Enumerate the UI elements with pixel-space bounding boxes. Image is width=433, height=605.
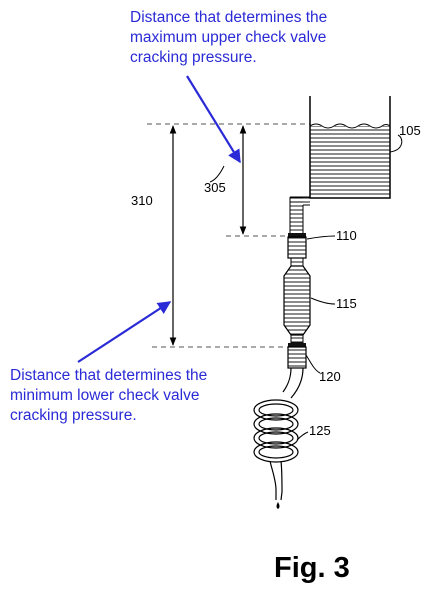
ref-distance-upper: 305 [204, 180, 226, 195]
ref-coil: 125 [309, 423, 331, 438]
upper-annotation-line-1: Distance that determines the [130, 9, 328, 26]
chamber-body [283, 265, 311, 344]
coiled-tube [253, 367, 304, 501]
lower-annotation: Distance that determines the minimum low… [10, 366, 207, 426]
lower-annotation-line-3: cracking pressure. [10, 407, 137, 424]
leader-lines [209, 134, 403, 441]
ref-lower-valve: 120 [319, 369, 341, 384]
upper-pointer-arrow [186, 75, 241, 164]
outlet-pipe [289, 196, 310, 233]
upper-check-valve [287, 233, 307, 267]
reservoir [309, 96, 391, 199]
upper-annotation-line-2: maximum upper check valve [130, 29, 327, 46]
ref-body: 115 [336, 296, 357, 311]
drip-drop-icon [276, 502, 280, 509]
lower-pointer-arrow [77, 301, 172, 363]
lower-annotation-line-2: minimum lower check valve [10, 387, 200, 404]
ref-upper-valve: 110 [336, 228, 357, 243]
upper-annotation: Distance that determines the maximum upp… [130, 8, 327, 68]
ref-reservoir: 105 [399, 123, 421, 138]
upper-annotation-line-3: cracking pressure. [130, 49, 257, 66]
ref-distance-lower: 310 [131, 193, 153, 208]
lower-check-valve [287, 343, 307, 369]
figure-label: Fig. 3 [274, 552, 350, 584]
lower-annotation-line-1: Distance that determines the [10, 367, 208, 384]
